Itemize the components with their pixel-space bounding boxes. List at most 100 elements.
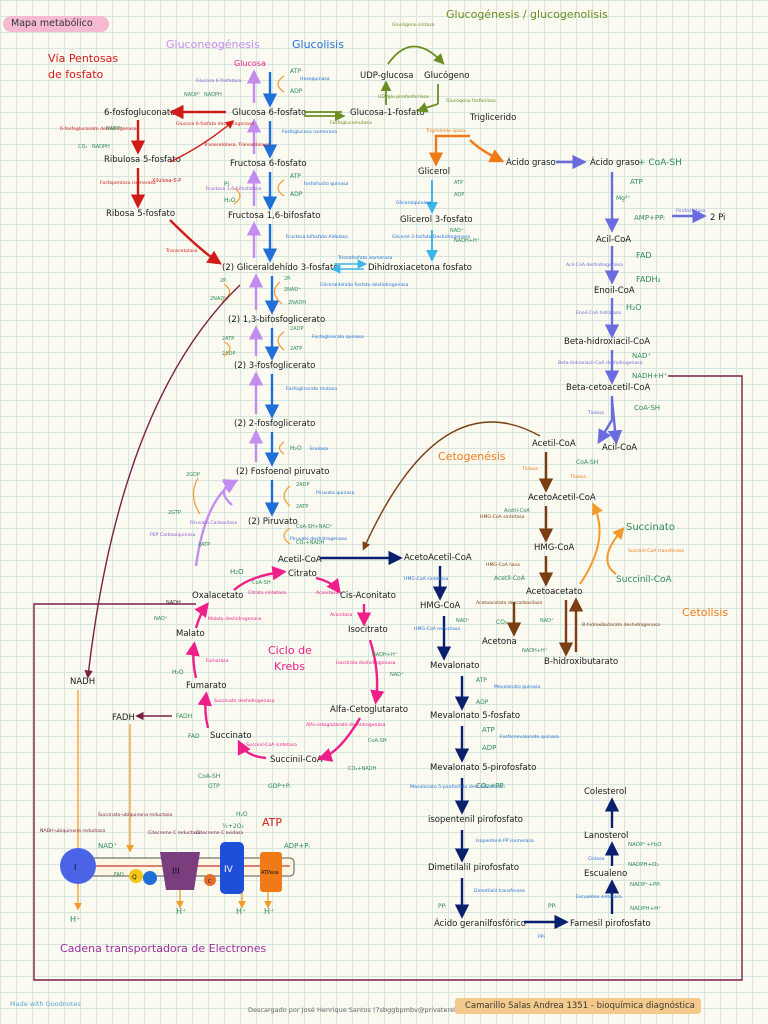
glycolysis-cofactors: ATP ADP ATP ADP Pi H₂O 2Pᵢ 2NAD⁺ 2NADH 2… [168,68,333,548]
cofactor-amp-ppi: AMP+PPᵢ [634,214,665,222]
h-plus-1: H⁺ [70,915,80,924]
cytochrome-c [204,874,216,886]
enzyme-transcetolasa: Transcetolasa, Transaldolasa [203,142,270,148]
enzyme-hexoquinasa: Hexoquinasa [300,76,330,82]
cofactor-nadp: NADP⁺ [106,126,123,132]
succinil-coa-label: Succinil-CoA [270,755,323,765]
cofactor-2atp: 2ATP [296,504,308,510]
enzyme-aldolasa: Fructosa bifosfato Aldolasa [286,234,348,240]
enzyme-g6fosfatasa: Glucosa 6-fosfatasa [196,78,242,84]
gap-label: (2) Gliceraldehído 3-fosfato [222,263,339,273]
udp-glucosa-label: UDP-glucosa [360,71,413,81]
lipolysis-arrows [428,134,505,167]
cofactor-acetil-coa-in: Acetil-CoA [504,508,530,514]
cofactor-2atp: 2ATP [198,542,210,548]
enzyme-fructosa-bifosfatasa: Fructosa 1,6-bifosfatasa [206,186,261,192]
etc-lines [33,284,743,981]
enzyme-succinato-dh: Succinato deshidrogenasa [214,698,275,704]
cofactor-nadp: NADP⁺ [184,92,201,98]
complex-1-label: I [74,863,76,872]
enzyme-succinil-coa-sint: Succinil-CoA sintetasa [246,742,297,748]
enzyme-pep-carb: PEP Carboxiquinasa [150,532,196,538]
cofactor-curves [192,75,291,545]
cofactor-coa-krebs: CoA-SH [252,580,271,586]
cofactor-2atp: 2ATP [290,346,302,352]
pentose-arrows [130,104,235,265]
cofactor-nad-co2: NAD⁺ [390,672,404,678]
cofactor-atp: ATP [454,180,463,186]
enzyme-succinil-transf: Succinil-CoA transferasa [628,548,684,554]
enzyme-dimetilalil-transf: Dimetilalil transferasa [474,888,525,894]
enzyme-glicerolquinasa: Glicerolquinasa [396,200,432,206]
cofactor-coa-sh: CoA-SH [634,404,660,412]
isocitrato-label: Isocitrato [348,625,388,635]
cofactor-co2: CO₂ [496,619,508,626]
cofactor-nadph-o2: NADPH+O₂ [628,862,659,868]
cofactor-2adp: 2ADP [290,326,303,332]
cofactor-gtp: GTP [208,783,220,790]
glicerol-label: Glicerol [418,167,450,177]
cofactor-ppi3: PPi [538,934,545,940]
cofactor-nadph: NADPH [92,144,110,150]
complex-3 [160,852,200,890]
cadena-header: Cadena transportadora de Electrones [60,942,267,955]
complex-1 [60,848,96,884]
cofactor-h2o: H₂O [626,303,642,312]
enzyme-succinato-ubi: Succinato-ubiquinona reductasa [98,812,172,818]
enzyme-glucogeno-fosf: Glucógeno fosforilasa [446,97,496,104]
b-hidroxibutirato-label: B-hidroxibutarato [544,657,618,667]
cofactor-nad: NAD⁺ [450,228,464,234]
g1p-label: Glucosa-1-fosfato [350,108,425,118]
gluconeogenesis-arrows [194,69,264,567]
glucosa-label: Glucosa [234,59,266,68]
cofactor-atp: ATP [630,178,643,186]
pep-label: (2) Fosfoenol piruvato [236,467,329,477]
cetogenesis-header: Cetogenésis [438,450,506,463]
ketolysis-arrows [579,502,625,585]
cofactor-fad: FAD [636,251,652,260]
glycogen-arrows [304,45,445,122]
alfa-ceto-label: Alfa-Cetoglutarato [330,705,408,715]
enzyme-hmg-sintasa-chol: HMG-CoA sintetasa [404,576,448,582]
dimetilalil-label: Dimetilalil pirofosfato [428,863,519,873]
enzyme-fosfopentosa: Fosfopentosa isomerasa [100,180,156,186]
lanosterol-label: Lanosterol [584,831,628,841]
cofactor-nadh-co2: CO₂+NADH [348,766,377,772]
cofactor-adp: ADP [454,192,464,198]
author-footer: Camarillo Salas Andrea 1351 - bioquímica… [455,998,701,1014]
enzyme-udp-piro: UDPglu pirofosforilasa [378,94,429,100]
cofactor-nadp-h2o: NADP⁺+H₂O [628,841,662,848]
cofactor-2adp: 2ADP [296,482,309,488]
farnesil-label: Farnesil pirofosfato [570,919,651,929]
enzyme-gap-dh: Gliceraldehído fosfato deshidrogenasa [320,281,409,288]
enzyme-tiolasa: Tiolasa [587,410,604,416]
acido-graso-coa-label: Ácido graso [590,156,640,168]
acil-coa-label: Acil-CoA [596,235,631,245]
enzyme-enoil-hidratasa: Enoil-CoA hidratasa [576,310,621,316]
acetona-label: Acetona [482,637,517,647]
enzyme-ciclasa: Ciclasa [588,856,604,862]
cofactor-2gdp: 2GDP [186,472,200,478]
enzyme-enolasa: Enolasa [310,446,328,452]
cofactor-coa-nad: CoA-SH+NAD⁺ [296,524,333,530]
citrato-label: Citrato [288,569,317,579]
cofactor-h2o-fum: H₂O [172,669,184,676]
etc-o2: ½+2O₂ [222,823,244,830]
enzyme-citocromo-red: Citocromo C reductasa [148,830,201,836]
colesterol-label: Colesterol [584,787,627,797]
two-pi: 2 Pi [710,213,725,223]
escualeno-label: Escualeno [584,869,627,879]
cholesterol-arrows [320,550,620,930]
succinil-right: Succinil-CoA [616,575,673,585]
enzyme-tiolasa3: Tiolasa [569,474,586,480]
cofactor-nadh: NADH+H⁺ [632,372,668,380]
enzyme-citocromo-ox: Citocromo C oxidasa [196,830,243,836]
enzyme-isocitrato-dh: Isocitrato deshidrogenasa [336,660,396,666]
enzyme-triosa: Triosafosfato isomerasa [337,255,393,261]
acetoacetato-label: Acetoacetato [526,587,582,597]
enzyme-pgk: Fosfoglicerato quinasa [312,334,364,340]
glicerol3p-label: Glicerol 3-fosfato [400,215,473,225]
goodnotes-brand: Made with Goodnotes [10,1000,81,1008]
cofactor-acetil-coa-in2: Acetil-CoA [494,575,526,582]
